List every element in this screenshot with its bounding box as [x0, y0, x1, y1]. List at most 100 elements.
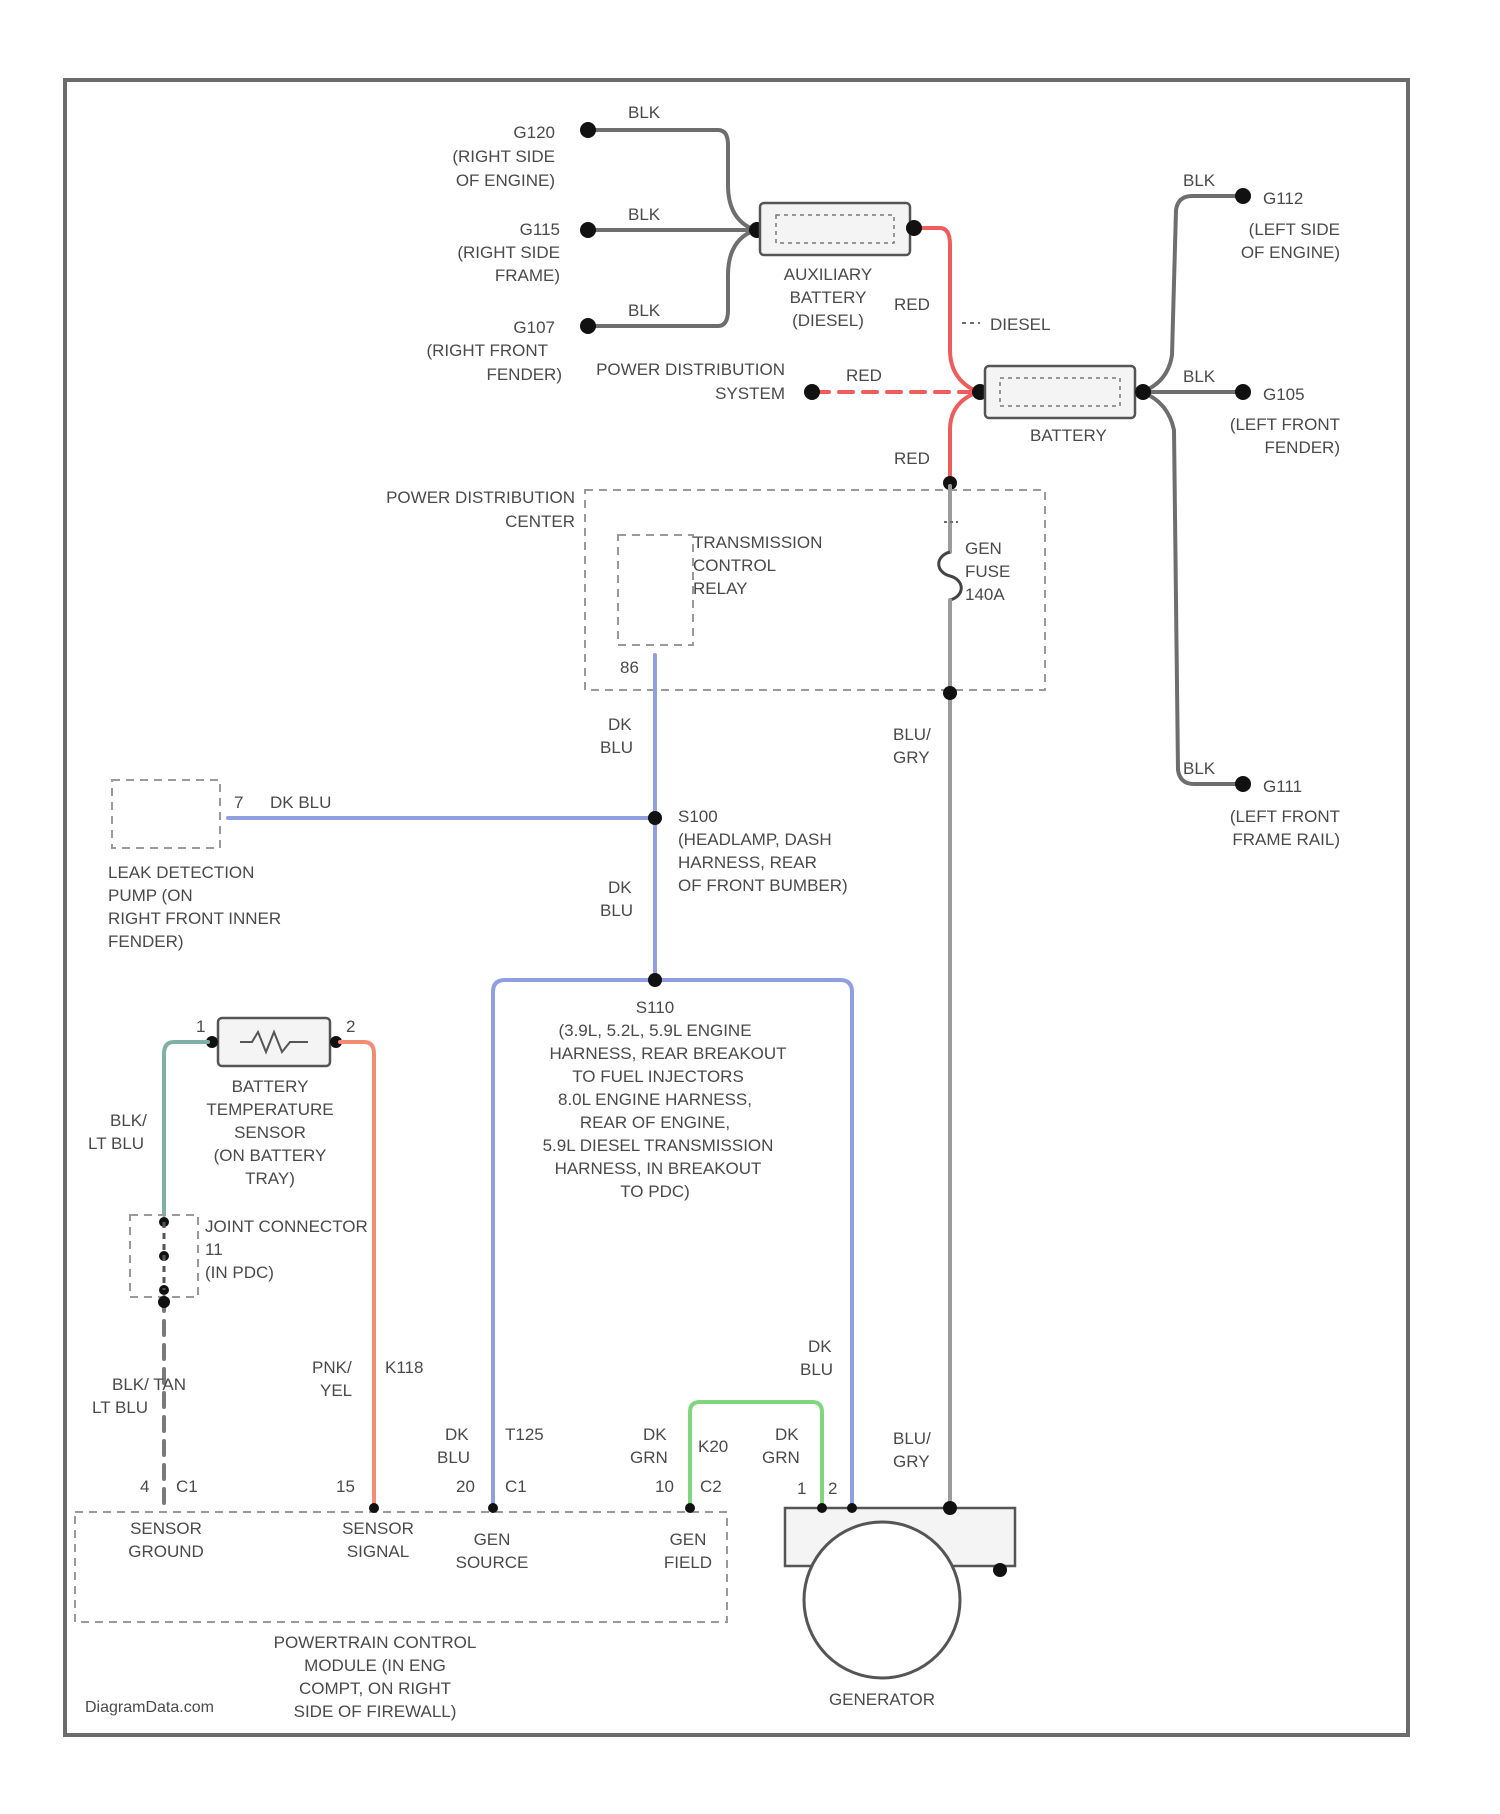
dk-blu-pcm-label-b: BLU — [437, 1448, 470, 1467]
pcm-label-3: COMPT, ON RIGHT — [299, 1679, 451, 1698]
g111-terminal — [1235, 776, 1251, 792]
g105-terminal — [1235, 384, 1251, 400]
pcm-label-2: MODULE (IN ENG — [304, 1656, 446, 1675]
g105-wire-label: BLK — [1183, 367, 1216, 386]
temp-sensor-label-5: TRAY) — [245, 1169, 295, 1188]
leak-pump-label-3: RIGHT FRONT INNER — [108, 909, 281, 928]
pcm-label-1: POWERTRAIN CONTROL — [274, 1633, 477, 1652]
blk-tan-lt-blu-label-a: BLK/ TAN — [112, 1375, 186, 1394]
generator-pin1 — [817, 1503, 827, 1513]
s110-label-7: 5.9L DIESEL TRANSMISSION — [543, 1136, 774, 1155]
temp-sensor-label-2: TEMPERATURE — [206, 1100, 333, 1119]
watermark: DiagramData.com — [85, 1699, 214, 1716]
pds-label-2: SYSTEM — [715, 384, 785, 403]
sensor-ground-terminal — [158, 1296, 170, 1308]
pcm-pin-ground-conn: C1 — [176, 1477, 198, 1496]
s110-label-1: S110 — [636, 998, 674, 1017]
aux-battery-body — [760, 203, 910, 255]
fuse-label-1: GEN — [965, 539, 1002, 558]
g111-loc-2: FRAME RAIL) — [1232, 830, 1340, 849]
g112-loc-2: OF ENGINE) — [1241, 243, 1340, 262]
relay-box — [618, 535, 693, 645]
g107-id: G107 — [513, 318, 555, 337]
s100-label-4: OF FRONT BUMBER) — [678, 876, 848, 895]
dk-grn-label-1a: DK — [643, 1425, 667, 1444]
blu-gry-label-1b: GRY — [893, 748, 930, 767]
joint-connector-label-2: 11 — [205, 1240, 223, 1259]
aux-battery-pos-terminal — [906, 220, 922, 236]
wire-blk-g112 — [1142, 196, 1238, 392]
blu-gry-label-2a: BLU/ — [893, 1429, 931, 1448]
dk-blu-label-1a: DK — [608, 715, 632, 734]
wire-pnk-yel — [340, 1042, 374, 1508]
g107-terminal — [580, 318, 596, 334]
pcm-pin-signal — [369, 1503, 379, 1513]
pcm-pin-source-label-2: SOURCE — [456, 1553, 529, 1572]
pdc-label-1: POWER DISTRIBUTION — [386, 488, 575, 507]
g107-loc-2: FENDER) — [486, 365, 562, 384]
g112-wire-label: BLK — [1183, 171, 1216, 190]
generator-ground-terminal — [993, 1563, 1007, 1577]
circuit-k118: K118 — [385, 1358, 423, 1377]
pdc-blu-gry-splice — [943, 686, 957, 700]
temp-sensor-pin1-label: 1 — [196, 1017, 205, 1036]
s100-splice — [648, 811, 662, 825]
s110-label-9: TO PDC) — [620, 1182, 690, 1201]
pcm-pin-source-num: 20 — [456, 1477, 475, 1496]
generator-label: GENERATOR — [829, 1690, 935, 1709]
g111-id: G111 — [1263, 777, 1302, 796]
pds-terminal — [804, 384, 820, 400]
g120-id: G120 — [513, 123, 555, 142]
g115-wire-label: BLK — [628, 205, 661, 224]
dk-blu-label-2a: DK — [608, 878, 632, 897]
g120-loc-1: (RIGHT SIDE — [452, 147, 555, 166]
pcm-pin-field-label-2: FIELD — [664, 1553, 712, 1572]
wire-blk-g111 — [1142, 392, 1238, 784]
s100-label-1: S100 — [678, 807, 718, 826]
g115-id: G115 — [520, 220, 560, 239]
left-ground-wires — [580, 122, 765, 334]
blu-gry-label-2b: GRY — [893, 1452, 930, 1471]
pcm-pin-source-label-1: GEN — [474, 1530, 511, 1549]
g107-wire-label: BLK — [628, 301, 661, 320]
pcm-label-4: SIDE OF FIREWALL) — [294, 1702, 457, 1721]
s110-label-5: 8.0L ENGINE HARNESS, — [558, 1090, 752, 1109]
dk-grn-label-2a: DK — [775, 1425, 799, 1444]
pcm-pin-ground-label-1: SENSOR — [130, 1519, 202, 1538]
pcm-pin-field — [685, 1503, 695, 1513]
pcm-pin-signal-num: 15 — [336, 1477, 355, 1496]
leak-pump-label-4: FENDER) — [108, 932, 184, 951]
pnk-yel-label-a: PNK/ — [312, 1358, 352, 1377]
battery-body — [985, 366, 1135, 418]
g120-wire-label: BLK — [628, 103, 661, 122]
s110-splice — [648, 973, 662, 987]
red-label-lower: RED — [894, 449, 930, 468]
pcm-pin-field-label-1: GEN — [670, 1530, 707, 1549]
g112-id: G112 — [1263, 189, 1303, 208]
pcm-pin-ground-num: 4 — [140, 1477, 149, 1496]
s110-label-3: HARNESS, REAR BREAKOUT — [549, 1044, 786, 1063]
diagram-frame — [65, 80, 1408, 1735]
wire-blk-g107 — [590, 230, 755, 326]
circuit-k20: K20 — [698, 1437, 728, 1456]
temp-sensor-pin2-label: 2 — [346, 1017, 355, 1036]
g115-loc-1: (RIGHT SIDE — [457, 243, 560, 262]
joint-connector-label-3: (IN PDC) — [205, 1263, 274, 1282]
pcm-pin-source — [488, 1503, 498, 1513]
g115-loc-2: FRAME) — [495, 266, 560, 285]
g115-terminal — [580, 222, 596, 238]
relay-label-2: CONTROL — [693, 556, 776, 575]
right-ground-wires — [1135, 188, 1251, 792]
s110-label-6: REAR OF ENGINE, — [580, 1113, 730, 1132]
aux-battery-label-2: BATTERY — [790, 288, 867, 307]
wire-blk-lt-blu — [164, 1042, 208, 1215]
wire-red-battery-to-pdc — [950, 392, 978, 482]
temp-sensor-body — [218, 1018, 330, 1066]
blk-lt-blu-label-1a: BLK/ — [110, 1111, 147, 1130]
pcm-pin-field-conn: C2 — [700, 1477, 722, 1496]
s100-label-3: HARNESS, REAR — [678, 853, 817, 872]
pcm-pin-ground-label-2: GROUND — [128, 1542, 204, 1561]
relay-label-3: RELAY — [693, 579, 748, 598]
temp-sensor-label-3: SENSOR — [234, 1123, 306, 1142]
relay-pin-86: 86 — [620, 658, 639, 677]
